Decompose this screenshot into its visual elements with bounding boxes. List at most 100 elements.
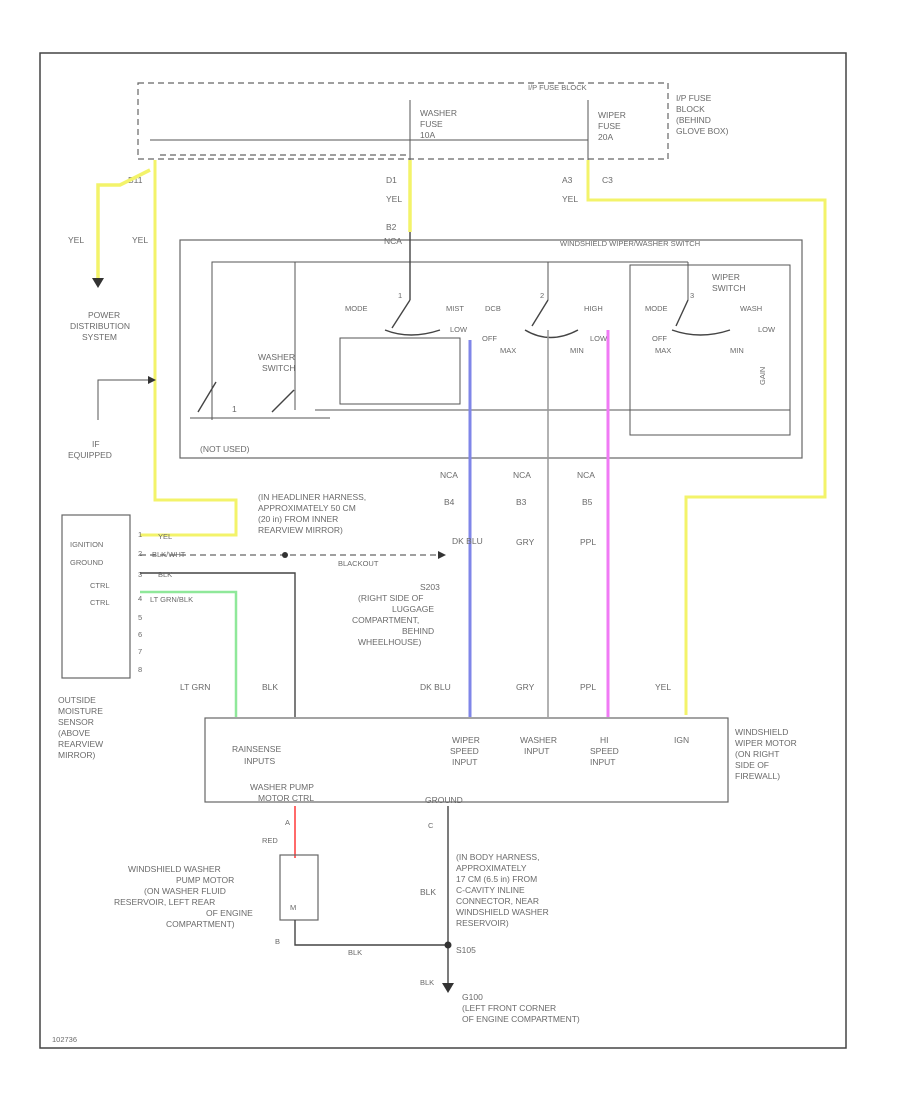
- motor-desc: WINDSHIELD WIPER MOTOR (ON RIGHT SIDE OF…: [735, 727, 799, 781]
- diagram-frame: [39, 52, 847, 1049]
- if-equipped-label: IF EQUIPPED: [68, 439, 112, 460]
- sw2-arm: [531, 299, 549, 327]
- sw3-gain: GAIN: [758, 367, 767, 385]
- wiper-switch-label: WIPER SWITCH: [712, 272, 746, 293]
- sw1-pos: 1: [398, 291, 402, 300]
- not-used-label: (NOT USED): [200, 444, 250, 454]
- sw1-low: LOW: [450, 325, 468, 334]
- sw1-mode-right: MIST: [446, 304, 464, 313]
- ground-point-wire: BLK: [420, 978, 434, 987]
- moisture-sensor: IGNITION GROUND CTRL CTRL 1 2 3 4 5 6 7 …: [58, 514, 144, 760]
- sw2-arc: [524, 329, 579, 339]
- wire-yel-ign: [586, 160, 827, 715]
- pump-pin-b: B: [275, 937, 280, 946]
- out-pin-2: B3: [516, 497, 527, 507]
- washer-switch-label: WASHER SWITCH: [258, 352, 297, 373]
- wire-yel-power: [96, 168, 151, 280]
- motor-wire-dkblu: DK BLU: [420, 682, 451, 692]
- sensor-wire-yel: YEL: [158, 532, 172, 541]
- washer-switch-contact-2: [271, 389, 295, 413]
- fuse-block-title: I/P FUSE BLOCK: [528, 83, 587, 92]
- sensor-pin-gnd: GROUND: [70, 558, 104, 567]
- motor-hi-speed: HI SPEED INPUT: [590, 735, 621, 767]
- sw2-pos: 2: [540, 291, 544, 300]
- out-wire-2: GRY: [516, 537, 535, 547]
- washer-switch-contact-1: [197, 381, 217, 413]
- ground-note: (IN BODY HARNESS, APPROXIMATELY 17 CM (6…: [456, 852, 551, 928]
- sensor-desc: OUTSIDE MOISTURE SENSOR (ABOVE REARVIEW …: [58, 695, 106, 760]
- sw3-arc: [671, 329, 731, 336]
- out-nca-3: NCA: [577, 470, 595, 480]
- motor-wire-ppl: PPL: [580, 682, 596, 692]
- sensor-wire-blk1: BLK/WHT: [152, 550, 186, 559]
- power-yel-left: YEL: [68, 235, 84, 245]
- wiper-switch-box: [629, 264, 791, 436]
- sensor-pin-ign: IGNITION: [70, 540, 103, 549]
- pump-pin-a: A: [285, 818, 290, 827]
- sw1-mode-left: MODE: [345, 304, 368, 313]
- power-arrow: [92, 278, 104, 288]
- sw1-arm: [391, 299, 411, 329]
- sw3-off: OFF: [652, 334, 667, 343]
- motor-wiper-speed: WIPER SPEED INPUT: [450, 735, 482, 767]
- ground-wire: BLK: [420, 887, 436, 897]
- out-pin-3: B5: [582, 497, 593, 507]
- sw3-max: MAX: [655, 346, 671, 355]
- washer-fuse-label: WASHER FUSE 10A: [420, 108, 459, 140]
- harness-note: (IN HEADLINER HARNESS, APPROXIMATELY 50 …: [258, 492, 369, 535]
- pin-b11: B11: [128, 175, 143, 185]
- blackout-node: [282, 552, 288, 558]
- switch-block-title: WINDSHIELD WIPER/WASHER SWITCH: [560, 239, 700, 248]
- motor-wire-yel: YEL: [655, 682, 671, 692]
- out-nca-2: NCA: [513, 470, 531, 480]
- pin-d1: D1: [386, 175, 397, 185]
- wire-pump-gnd: [294, 920, 445, 946]
- pump-desc: WINDSHIELD WASHER PUMP MOTOR (ON WASHER …: [114, 864, 255, 929]
- wiper-motor: RAINSENSE INPUTS WIPER SPEED INPUT WASHE…: [204, 717, 799, 805]
- sw1-arc: [384, 329, 441, 336]
- switch-block: WINDSHIELD WIPER/WASHER SWITCH B2 NCA WA…: [179, 222, 803, 459]
- if-equipped-arrow: [148, 376, 156, 384]
- sensor-pin-ctrl1: CTRL: [90, 581, 110, 590]
- pin-a3: A3: [562, 175, 573, 185]
- motor-rainsense: RAINSENSE INPUTS: [232, 744, 284, 766]
- sw2-mode-left: DCB: [485, 304, 501, 313]
- motor-washer-input: WASHER INPUT: [520, 735, 559, 756]
- pin-d1-wire: YEL: [386, 194, 402, 204]
- switch-block-outline: [179, 239, 803, 459]
- sensor-pin-nums: 1 2 3 4 5 6 7 8: [138, 530, 144, 674]
- sw3-mode-right: WASH: [740, 304, 762, 313]
- ground-arrow: [442, 983, 454, 993]
- out-wire-3: PPL: [580, 537, 596, 547]
- pump-wire-blk: BLK: [348, 948, 362, 957]
- pin-a3-wire: YEL: [562, 194, 578, 204]
- splice-wire: DK BLU: [452, 536, 483, 546]
- footer-code: 102736: [52, 1035, 77, 1044]
- switch-connector-top: B2: [386, 222, 397, 232]
- sw2-low: LOW: [590, 334, 608, 343]
- motor-wire-gry: GRY: [516, 682, 535, 692]
- sw2-min: MIN: [570, 346, 584, 355]
- pin-c3: C3: [602, 175, 613, 185]
- sw3-pos: 3: [690, 291, 694, 300]
- switch-inner-bus: [211, 261, 688, 420]
- motor-ground: GROUND: [425, 795, 463, 805]
- washer-switch-num-1: 1: [232, 404, 237, 414]
- sensor-box: [61, 514, 131, 679]
- wiper-fuse-label: WIPER FUSE 20A: [598, 110, 628, 142]
- blackout-arrow: [438, 551, 446, 559]
- sensor-wire-blk2: BLK: [158, 570, 172, 579]
- sensor-wire-ltgrn: LT GRN/BLK: [150, 595, 193, 604]
- splice-note: S203 (RIGHT SIDE OF LUGGAGE COMPARTMENT,…: [352, 582, 442, 647]
- wire-ltgrn: [140, 590, 238, 717]
- switch-connector-nca: NCA: [384, 236, 402, 246]
- blackout-label: BLACKOUT: [338, 559, 379, 568]
- s105-node: [444, 941, 452, 949]
- if-equipped-line: [97, 379, 150, 420]
- wire-yel-sensor: [140, 160, 238, 537]
- sw3-low: LOW: [758, 325, 776, 334]
- pump-motor-m: M: [290, 903, 296, 912]
- fuse-block-outline: [137, 82, 669, 160]
- motor-ign: IGN: [674, 735, 689, 745]
